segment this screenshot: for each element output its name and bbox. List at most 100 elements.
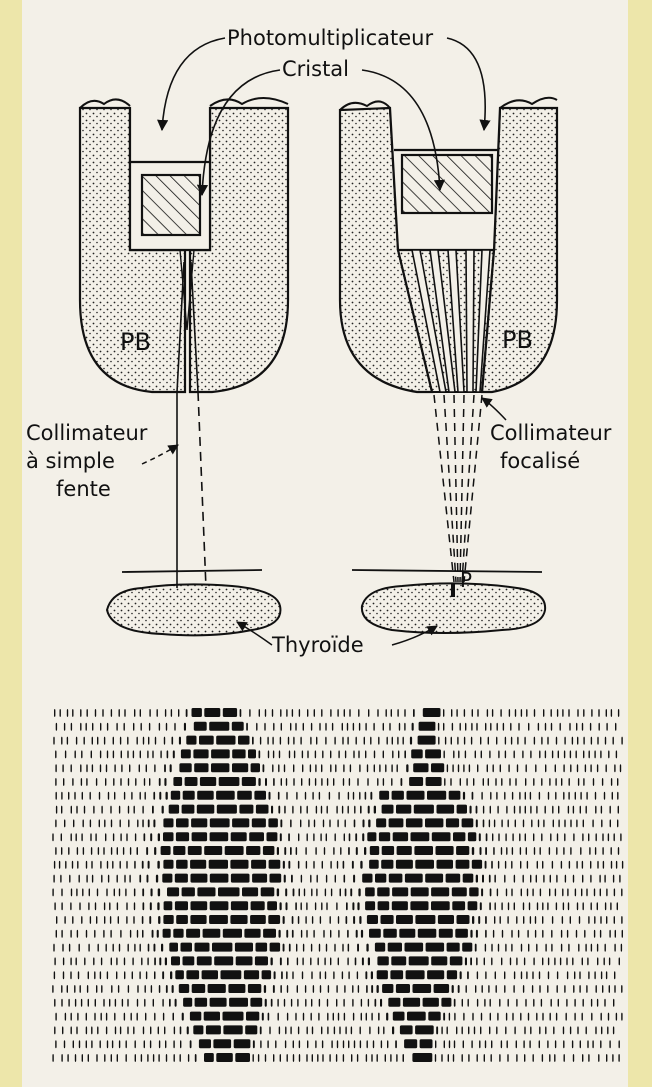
scan-mark (490, 888, 492, 896)
scan-mark (587, 957, 588, 965)
scan-mark (545, 806, 546, 814)
scan-mark (474, 1026, 475, 1034)
scan-mark (458, 750, 459, 758)
scan-mark (326, 902, 327, 910)
scan-mark (423, 708, 441, 717)
scan-mark (407, 791, 425, 800)
scan-mark (383, 750, 384, 758)
scan-mark (549, 888, 550, 896)
scan-mark (555, 764, 556, 772)
scan-mark (511, 737, 512, 745)
scan-mark (536, 944, 537, 952)
scan-mark (55, 750, 56, 758)
scan-mark (520, 1013, 521, 1021)
scan-mark (456, 860, 470, 869)
scan-mark (285, 1040, 286, 1048)
scan-mark (478, 916, 480, 924)
scan-mark (510, 957, 511, 965)
scan-mark (476, 930, 478, 938)
scan-mark (577, 1026, 578, 1034)
scan-mark (610, 819, 611, 827)
scintigraphy-diagram: Photomultiplicateur Cristal PB PB Collim… (22, 0, 628, 1087)
scan-mark (119, 709, 120, 717)
scan-mark (124, 723, 125, 731)
scan-mark (209, 915, 228, 924)
scan-mark (105, 778, 106, 786)
scan-mark (95, 709, 96, 717)
scan-mark (501, 847, 502, 855)
scan-mark (570, 764, 571, 772)
scan-mark (303, 723, 304, 731)
scan-mark (117, 847, 118, 855)
scan-mark (316, 888, 317, 896)
scan-mark (119, 944, 120, 952)
scan-mark (90, 833, 91, 841)
scan-mark (344, 1013, 345, 1021)
scan-mark (310, 875, 311, 883)
scan-mark (568, 709, 569, 717)
scan-mark (192, 984, 206, 993)
scan-mark (120, 833, 121, 841)
scan-mark (71, 1013, 72, 1021)
scan-mark (556, 847, 557, 855)
scan-mark (603, 861, 604, 869)
scan-mark (530, 792, 531, 800)
scan-mark (555, 888, 556, 896)
scan-mark (383, 778, 384, 786)
scan-mark (293, 888, 295, 896)
scan-mark (444, 1040, 445, 1048)
scan-mark (132, 957, 133, 965)
scan-mark (228, 984, 245, 993)
scan-mark (555, 792, 556, 800)
scan-mark (608, 833, 609, 841)
scan-mark (393, 1012, 405, 1021)
scan-mark (336, 985, 337, 993)
scan-mark (296, 944, 297, 952)
scan-mark (153, 999, 154, 1007)
scan-mark (503, 723, 504, 731)
scan-mark (579, 916, 580, 924)
scan-mark (61, 833, 62, 841)
scan-mark (378, 1013, 380, 1021)
scan-mark (533, 833, 534, 841)
scan-mark (116, 723, 117, 731)
scan-mark (186, 709, 188, 717)
scan-mark (80, 764, 81, 772)
scan-mark (267, 737, 268, 745)
scan-mark (166, 792, 168, 800)
scan-mark (191, 818, 207, 827)
scan-mark (463, 1013, 464, 1021)
scan-mark (366, 985, 368, 993)
scan-mark (107, 750, 108, 758)
scan-mark (566, 1013, 567, 1021)
scan-mark (488, 778, 489, 786)
scan-mark (190, 860, 206, 869)
scan-mark (95, 833, 96, 841)
scan-mark (387, 737, 388, 745)
scan-mark (540, 847, 541, 855)
scan-mark (280, 819, 282, 827)
scan-mark (274, 971, 276, 979)
scan-mark (55, 1013, 56, 1021)
scan-mark (310, 764, 311, 772)
scan-mark (542, 957, 543, 965)
scan-mark (496, 737, 497, 745)
scan-mark (272, 737, 273, 745)
scan-mark (578, 778, 579, 786)
scan-mark (620, 764, 621, 772)
scan-mark (158, 916, 160, 924)
scan-mark (381, 860, 393, 869)
scan-mark (229, 998, 248, 1007)
scan-mark (92, 764, 93, 772)
scan-mark (286, 792, 287, 800)
scan-mark (75, 750, 76, 758)
scan-mark (618, 847, 619, 855)
scan-mark (583, 709, 584, 717)
scan-mark (324, 957, 325, 965)
scan-mark (70, 957, 71, 965)
scan-mark (163, 1013, 164, 1021)
scan-mark (489, 902, 491, 910)
scan-mark (292, 971, 293, 979)
scan-mark (398, 750, 399, 758)
scan-mark (541, 778, 542, 786)
